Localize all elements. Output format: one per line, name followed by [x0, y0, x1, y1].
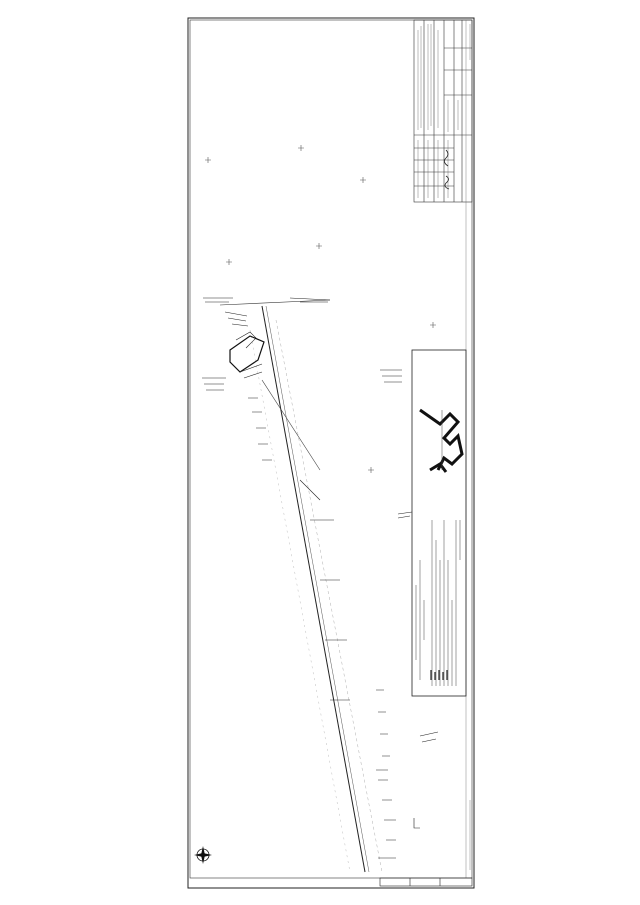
main-route: [219, 299, 383, 873]
outer-frame: [187, 17, 475, 889]
side-strip: [465, 20, 471, 878]
route-annotations: [202, 297, 439, 859]
bottom-stamp: [379, 877, 473, 887]
grid-crosses: [205, 145, 436, 473]
legend-box: [411, 349, 467, 697]
title-block: [413, 19, 473, 203]
compass-rose-icon: [194, 846, 212, 864]
inner-frame: [189, 19, 473, 879]
